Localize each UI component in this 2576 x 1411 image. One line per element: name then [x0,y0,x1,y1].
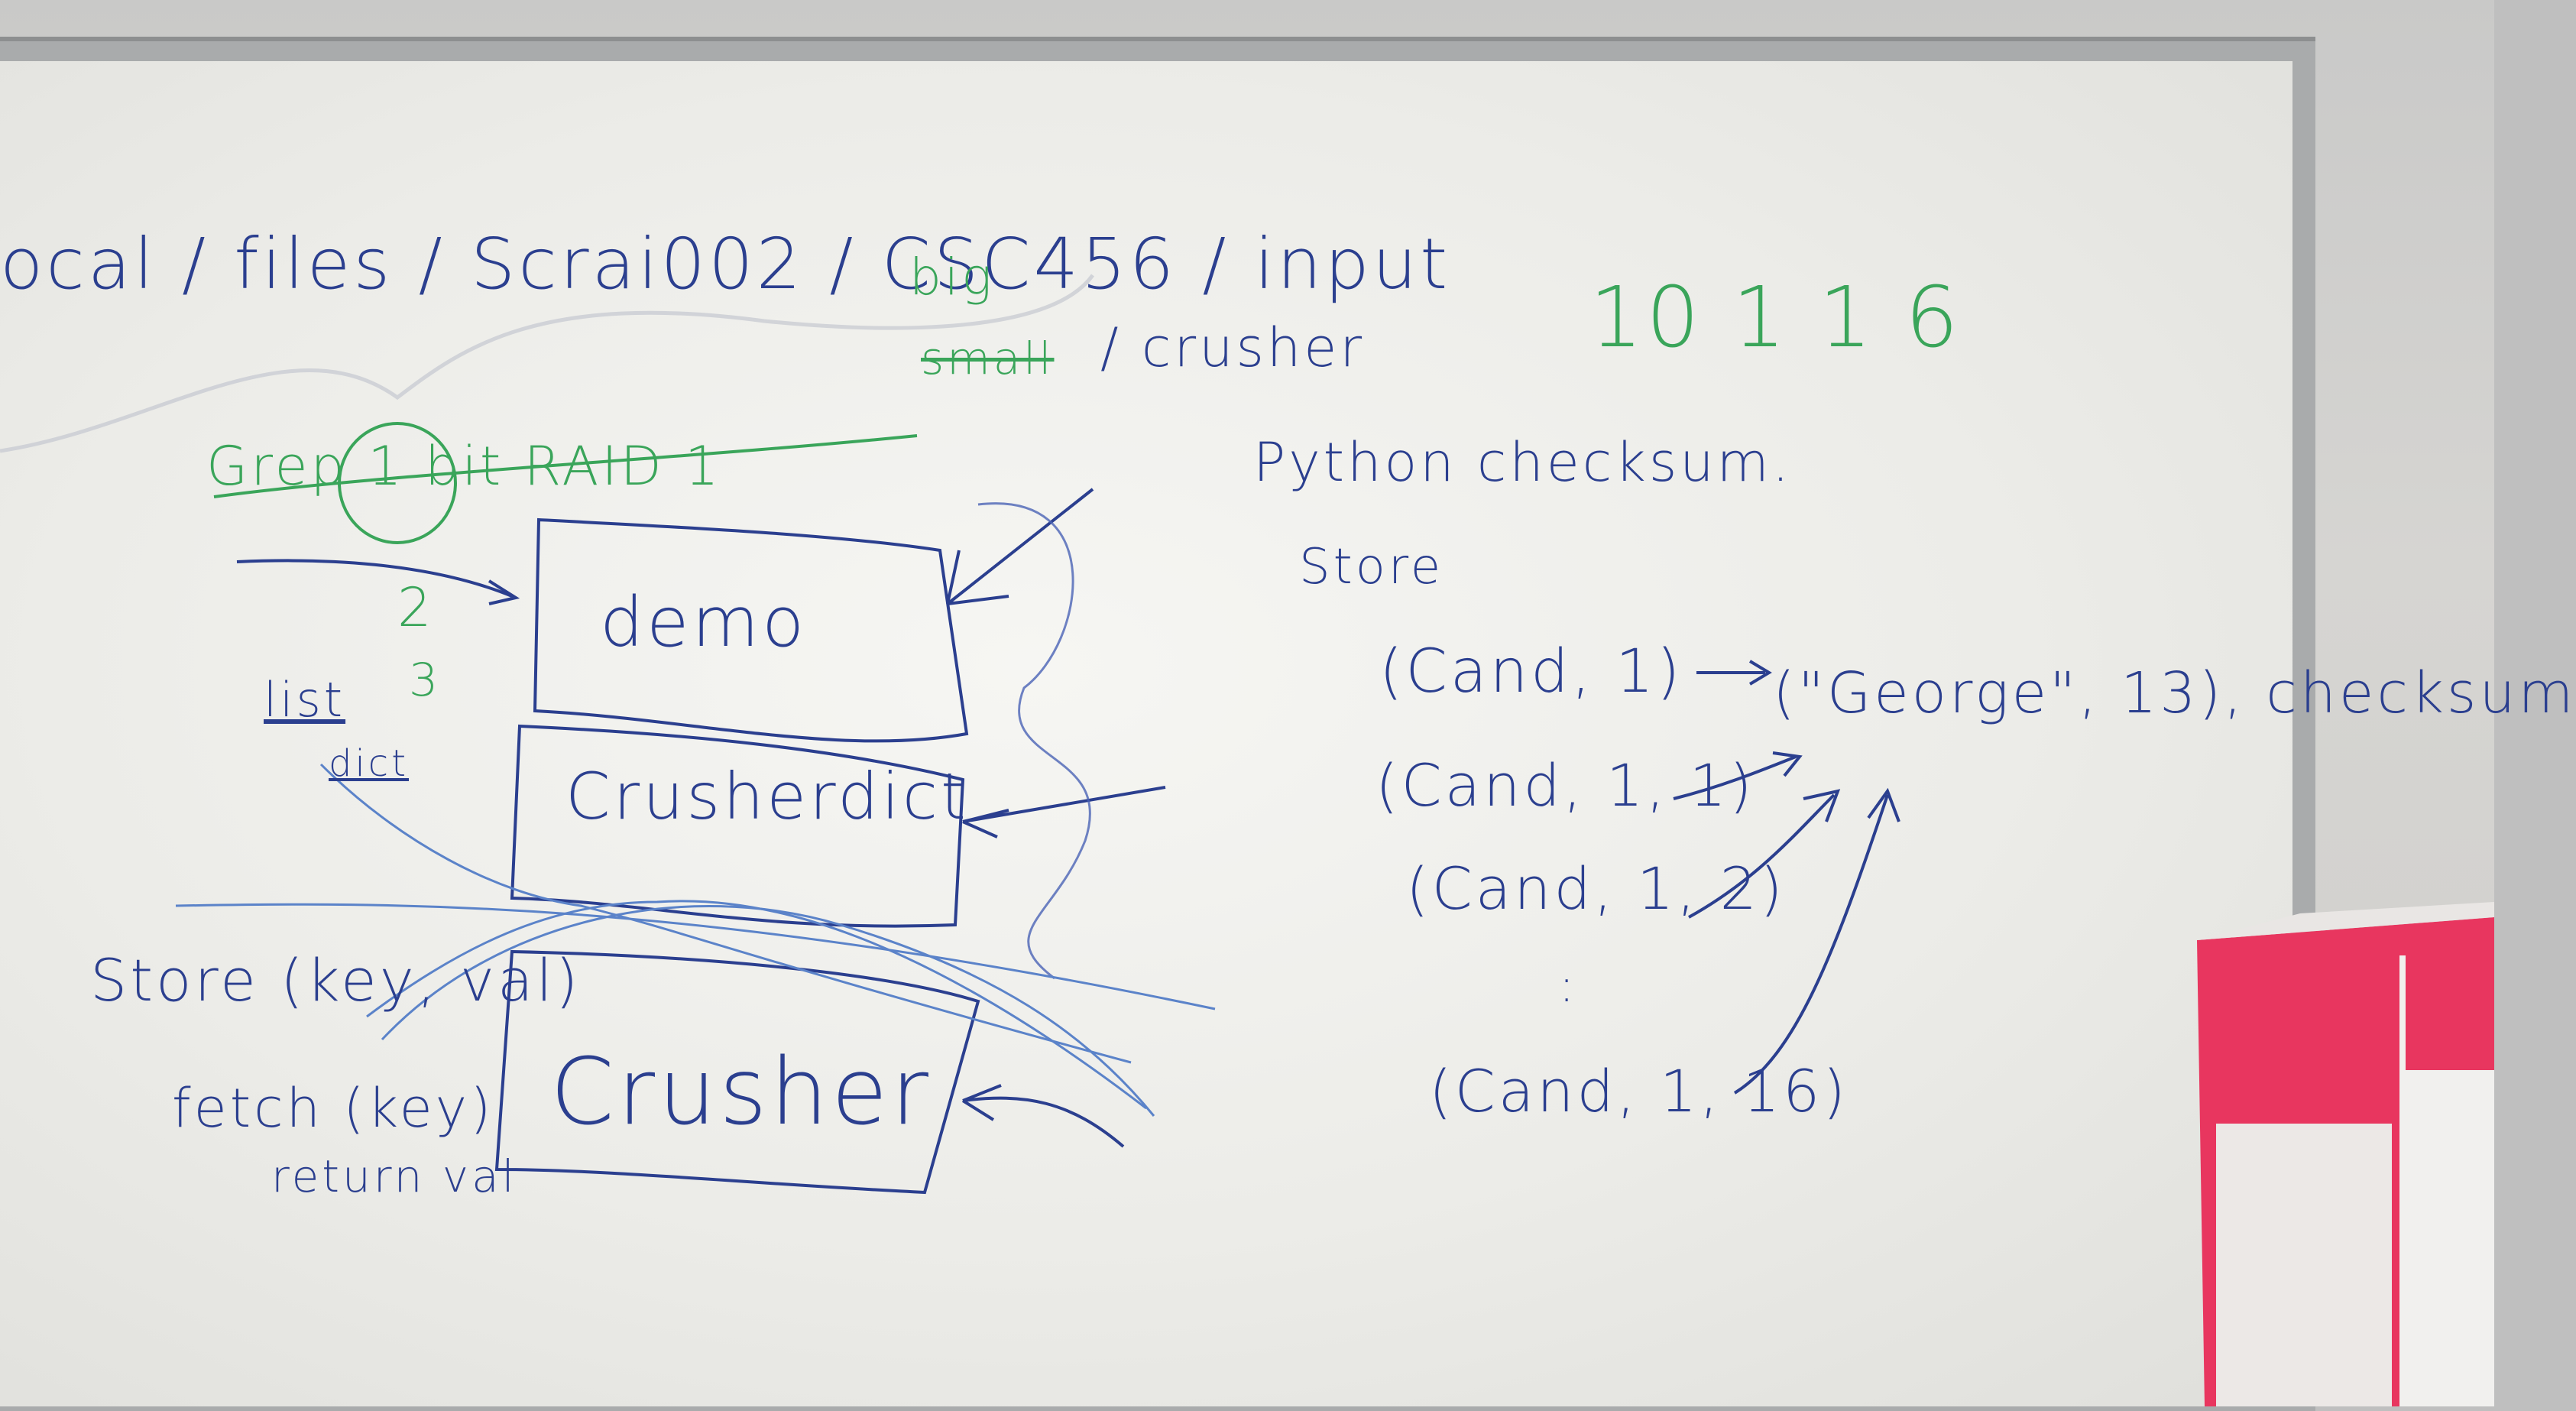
cardboard-boxes [2197,902,2494,1406]
tuple-2-text: (Cand, 1, 1) [1375,751,1755,819]
arrow-into-demo-right [946,488,1094,605]
line-bundle-3 [366,900,1147,1110]
arrow-tuple2 [1673,751,1803,800]
tuple-3-text: (Cand, 1, 2) [1406,855,1786,923]
line-bundle-2 [319,763,1132,1064]
line-bundle-4 [381,905,1155,1117]
path-alt-text: / crusher [1100,316,1366,379]
number-2: 2 [397,576,435,639]
green-number-text: 10 1 1 6 [1589,268,1962,366]
crusherdict-box-outline [510,724,965,928]
tuple-4-text: (Cand, 1, 16) [1429,1057,1849,1125]
whiteboard-surface [0,61,2292,1406]
store-heading-text: Store [1299,539,1444,595]
loop-line [977,502,1091,980]
python-checksum-text: Python checksum. [1253,431,1793,494]
fetch-call-text: fetch (key) [172,1077,494,1140]
demo-box-outline [533,517,969,743]
arrow-into-crusher [961,1084,1125,1148]
store-call-text: Store (key, val) [90,946,582,1014]
crusher-box-outline [494,949,980,1195]
arrow-tuple3 [1688,789,1841,919]
whiteboard-drawings [0,274,2494,1406]
path-small-text: small [921,332,1055,384]
number-3: 3 [409,654,442,707]
arrow-into-crusherdict [962,786,1166,838]
raid-line-text: Grep 1 bit RAID 1 [206,435,722,498]
erased-curve [0,274,1095,453]
crusher-box-label: Crusher [550,1040,932,1146]
dict-label: dict [329,742,410,785]
arrow-into-demo [236,559,513,598]
crusherdict-box-label: Crusherdict [565,759,969,834]
path-main-text: ocal / files / Scrai002 / CSC456 / input [0,223,1451,305]
arrow-tuple1 [1696,660,1772,686]
path-big-text: big [909,248,995,307]
green-strike [213,434,918,498]
list-label: list [264,672,346,728]
line-bundle-1 [175,903,1216,1010]
ellipsis-dots: : [1559,959,1578,1013]
arrow-tuple4 [1733,787,1900,1095]
tuple-1-text: (Cand, 1) [1379,637,1683,706]
demo-box-label: demo [600,582,808,663]
return-val-text: return val [271,1150,517,1202]
target-tuple-text: ("George", 13), checksum [1773,660,2576,726]
